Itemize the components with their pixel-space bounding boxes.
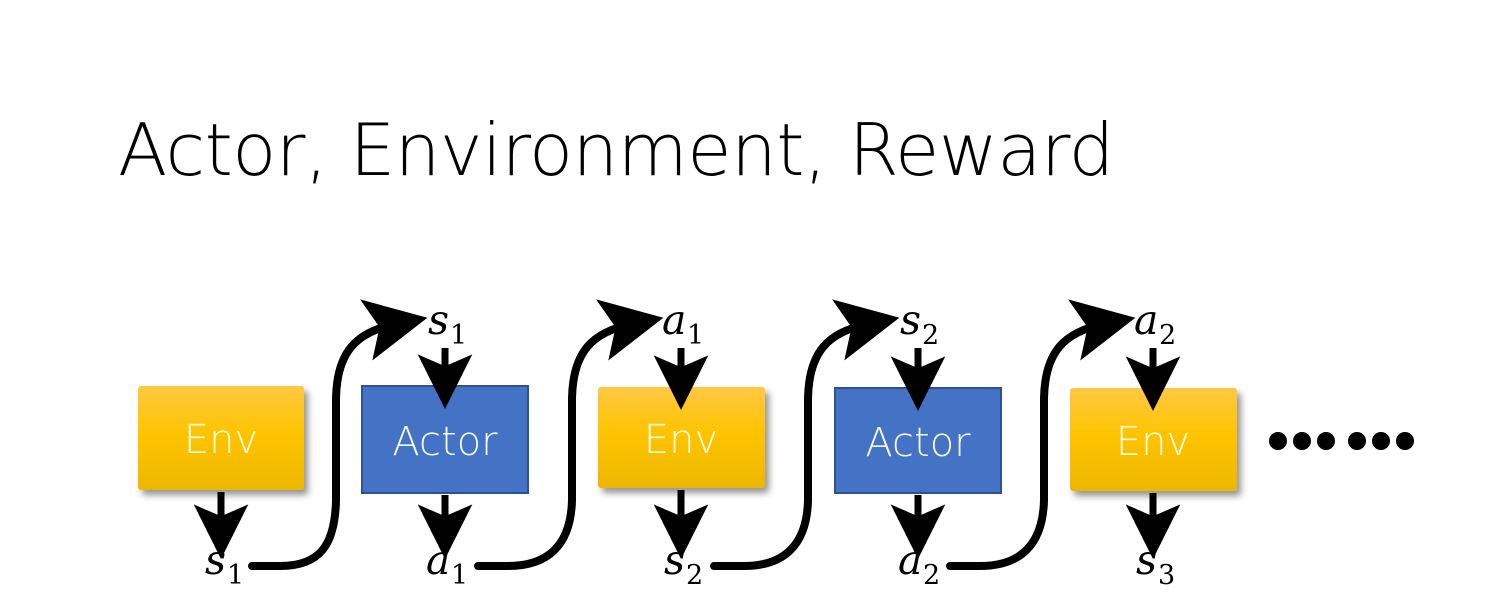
label-bot-s3-base: s (1136, 536, 1157, 584)
label-bot-s2-base: s (664, 536, 685, 584)
label-top-s2: s 2 (900, 296, 939, 351)
label-bot-s2-sub: 2 (686, 560, 703, 591)
label-bot-s3-sub: 3 (1158, 560, 1175, 591)
label-bot-a1-base: a (426, 536, 450, 584)
env-box-shape (138, 386, 304, 490)
label-top-s1-base: s (428, 296, 449, 344)
env-box-shape (598, 387, 765, 488)
env-box-label: Env (184, 417, 258, 463)
label-bot-s1: s 1 (205, 536, 244, 591)
node-env-3[interactable]: Env (1070, 388, 1237, 491)
flow-curve-a1 (474, 299, 664, 570)
trailing-ellipsis-icon (1269, 432, 1414, 450)
label-top-a1-base: a (662, 296, 686, 344)
flow-curve-s1 (248, 299, 428, 570)
label-bot-a1: a 1 (426, 536, 468, 591)
actor-box-label: Actor (392, 419, 498, 465)
label-top-s1: s 1 (428, 296, 467, 351)
node-actor-1[interactable]: Actor (361, 385, 529, 494)
env-box-label: Env (1116, 419, 1190, 465)
label-bot-s1-sub: 1 (227, 560, 244, 591)
node-env-1[interactable]: Env (138, 386, 304, 490)
label-bot-s2: s 2 (664, 536, 703, 591)
label-top-a1: a 1 (662, 296, 704, 351)
label-top-s2-sub: 2 (922, 320, 939, 351)
label-top-s1-sub: 1 (450, 320, 467, 351)
label-bot-a2-base: a (898, 536, 922, 584)
label-bot-a2: a 2 (898, 536, 940, 591)
label-bot-s3: s 3 (1136, 536, 1175, 591)
label-top-a2-sub: 2 (1159, 320, 1176, 351)
label-top-a2: a 2 (1134, 296, 1176, 351)
label-bot-s1-base: s (205, 536, 226, 584)
flow-curve-a2 (946, 299, 1136, 570)
node-env-2[interactable]: Env (598, 387, 765, 488)
label-top-s2-base: s (900, 296, 921, 344)
flow-curve-s2 (710, 299, 900, 570)
label-bot-a2-sub: 2 (923, 560, 940, 591)
env-box-shape (1070, 388, 1237, 491)
label-bot-a1-sub: 1 (451, 560, 468, 591)
actor-box-label: Actor (865, 420, 971, 466)
env-box-label: Env (644, 417, 718, 463)
label-top-a1-sub: 1 (687, 320, 704, 351)
label-top-a2-base: a (1134, 296, 1158, 344)
page-title: Actor, Environment, Reward (118, 108, 1114, 192)
node-actor-2[interactable]: Actor (834, 387, 1002, 494)
